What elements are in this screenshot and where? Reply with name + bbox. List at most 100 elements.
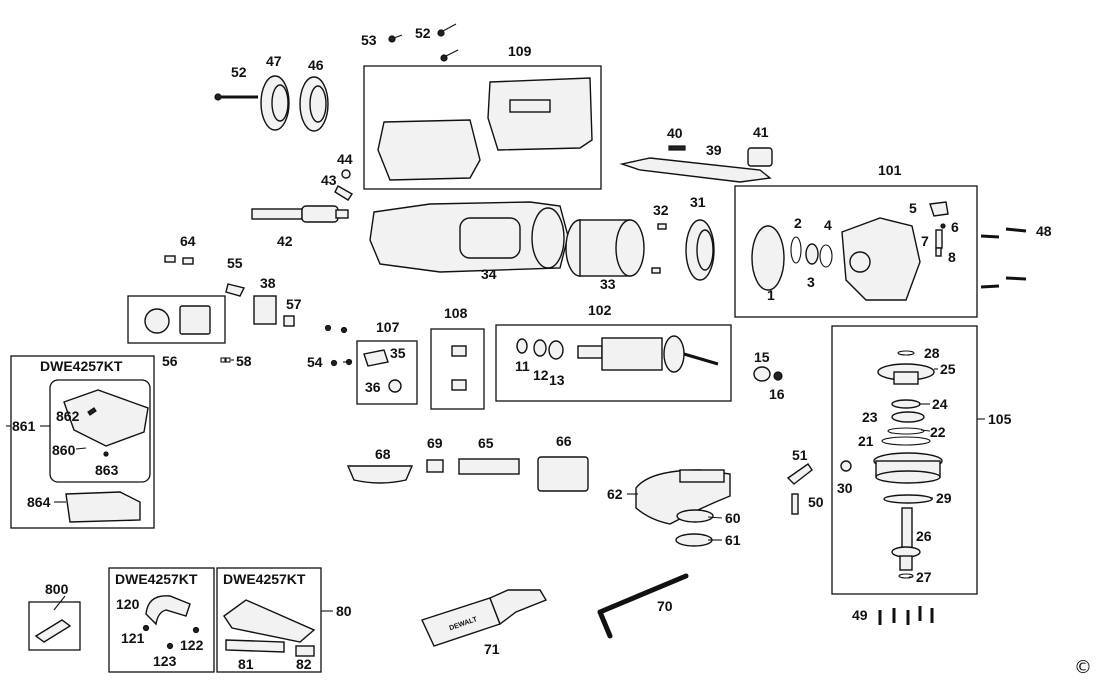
label-58: 58 (236, 353, 252, 369)
label-13: 13 (549, 372, 565, 388)
label-38: 38 (260, 275, 276, 291)
label-49: 49 (852, 607, 868, 623)
label-64: 64 (180, 233, 196, 249)
label-108: 108 (444, 305, 468, 321)
label-12: 12 (533, 367, 549, 383)
washer-13 (548, 340, 564, 360)
label-27: 27 (916, 569, 932, 585)
label-26: 26 (916, 528, 932, 544)
part-16 (773, 371, 783, 381)
label-46: 46 (308, 57, 324, 73)
bearing-11 (516, 338, 528, 354)
label-66: 66 (556, 433, 572, 449)
ring-29 (883, 494, 933, 504)
copyright-mark: © (1074, 657, 1092, 678)
part-862 (87, 407, 97, 416)
clip-27 (898, 573, 914, 579)
housing-109 (377, 77, 593, 181)
group-box-861 (10, 355, 155, 529)
screw-52 (214, 93, 258, 101)
kit-title-handle: DWE4257KT (115, 571, 198, 587)
part-64-a (164, 255, 176, 263)
label-861: 861 (12, 418, 36, 434)
screw-53 (388, 34, 403, 43)
label-80: 80 (336, 603, 352, 619)
baffle-31 (685, 219, 715, 281)
label-21: 21 (858, 433, 874, 449)
brush-holder-35 (363, 349, 389, 367)
ring-21 (881, 436, 931, 446)
label-15: 15 (754, 349, 770, 365)
screws-48 (980, 227, 1027, 289)
hex-key-70 (597, 573, 689, 639)
end-cap-46 (299, 76, 329, 132)
flange-1 (751, 225, 785, 291)
label-57: 57 (286, 296, 302, 312)
label-66 (537, 456, 589, 492)
circuit-disc-56 (144, 308, 170, 334)
label-40: 40 (667, 125, 683, 141)
label-43: 43 (321, 172, 337, 188)
button-5 (929, 201, 949, 217)
guard-kit-80 (223, 599, 316, 643)
label-69: 69 (427, 435, 443, 451)
label-23: 23 (862, 409, 878, 425)
gear-105 (873, 452, 943, 484)
label-34: 34 (481, 266, 497, 282)
oring-4 (819, 244, 833, 268)
label-32: 32 (653, 202, 669, 218)
housing-25 (877, 363, 935, 385)
armature-102 (577, 335, 719, 373)
field-33 (565, 219, 645, 277)
label-800: 800 (45, 581, 69, 597)
part-15 (753, 366, 771, 382)
spindle-26 (891, 507, 921, 571)
screw-52-top-b (440, 49, 459, 62)
flange-60 (676, 509, 714, 523)
label-28: 28 (924, 345, 940, 361)
circuit-board-56 (179, 305, 211, 335)
label-120: 120 (116, 596, 140, 612)
spring-36 (388, 379, 402, 393)
label-68 (346, 465, 414, 484)
label-42: 42 (277, 233, 293, 249)
label-81: 81 (238, 656, 254, 672)
motor-housing-34 (369, 201, 569, 273)
group-box-handle-kit (108, 567, 215, 673)
clip-28 (897, 350, 915, 356)
switch-button-41 (747, 147, 773, 167)
part-800 (34, 619, 72, 643)
group-box-105 (831, 325, 978, 595)
screws-49 (878, 606, 934, 625)
label-60: 60 (725, 510, 741, 526)
label-8: 8 (948, 249, 956, 265)
label-35: 35 (390, 345, 406, 361)
label-1: 1 (767, 287, 775, 303)
lock-spring-40 (668, 145, 686, 151)
shaft-42 (251, 205, 349, 223)
washer-12 (533, 339, 547, 357)
pin-6 (940, 223, 946, 229)
label-860: 860 (52, 442, 76, 458)
case-861 (63, 389, 149, 523)
label-56: 56 (162, 353, 178, 369)
label-105: 105 (988, 411, 1012, 427)
spring-7 (935, 229, 943, 249)
label-51: 51 (792, 447, 808, 463)
label-65: 65 (478, 435, 494, 451)
group-box-107 (356, 340, 418, 405)
label-16: 16 (769, 386, 785, 402)
label-62: 62 (607, 486, 623, 502)
group-box-108 (430, 328, 485, 410)
label-41: 41 (753, 124, 769, 140)
label-24: 24 (932, 396, 948, 412)
part-863 (103, 451, 109, 457)
group-box-109 (363, 65, 602, 190)
screws-107 (324, 324, 353, 367)
label-54: 54 (307, 354, 323, 370)
label-52-top: 52 (415, 25, 431, 41)
brush-108-b (451, 379, 467, 391)
leader-lines (6, 359, 985, 612)
switch-38 (253, 295, 277, 325)
